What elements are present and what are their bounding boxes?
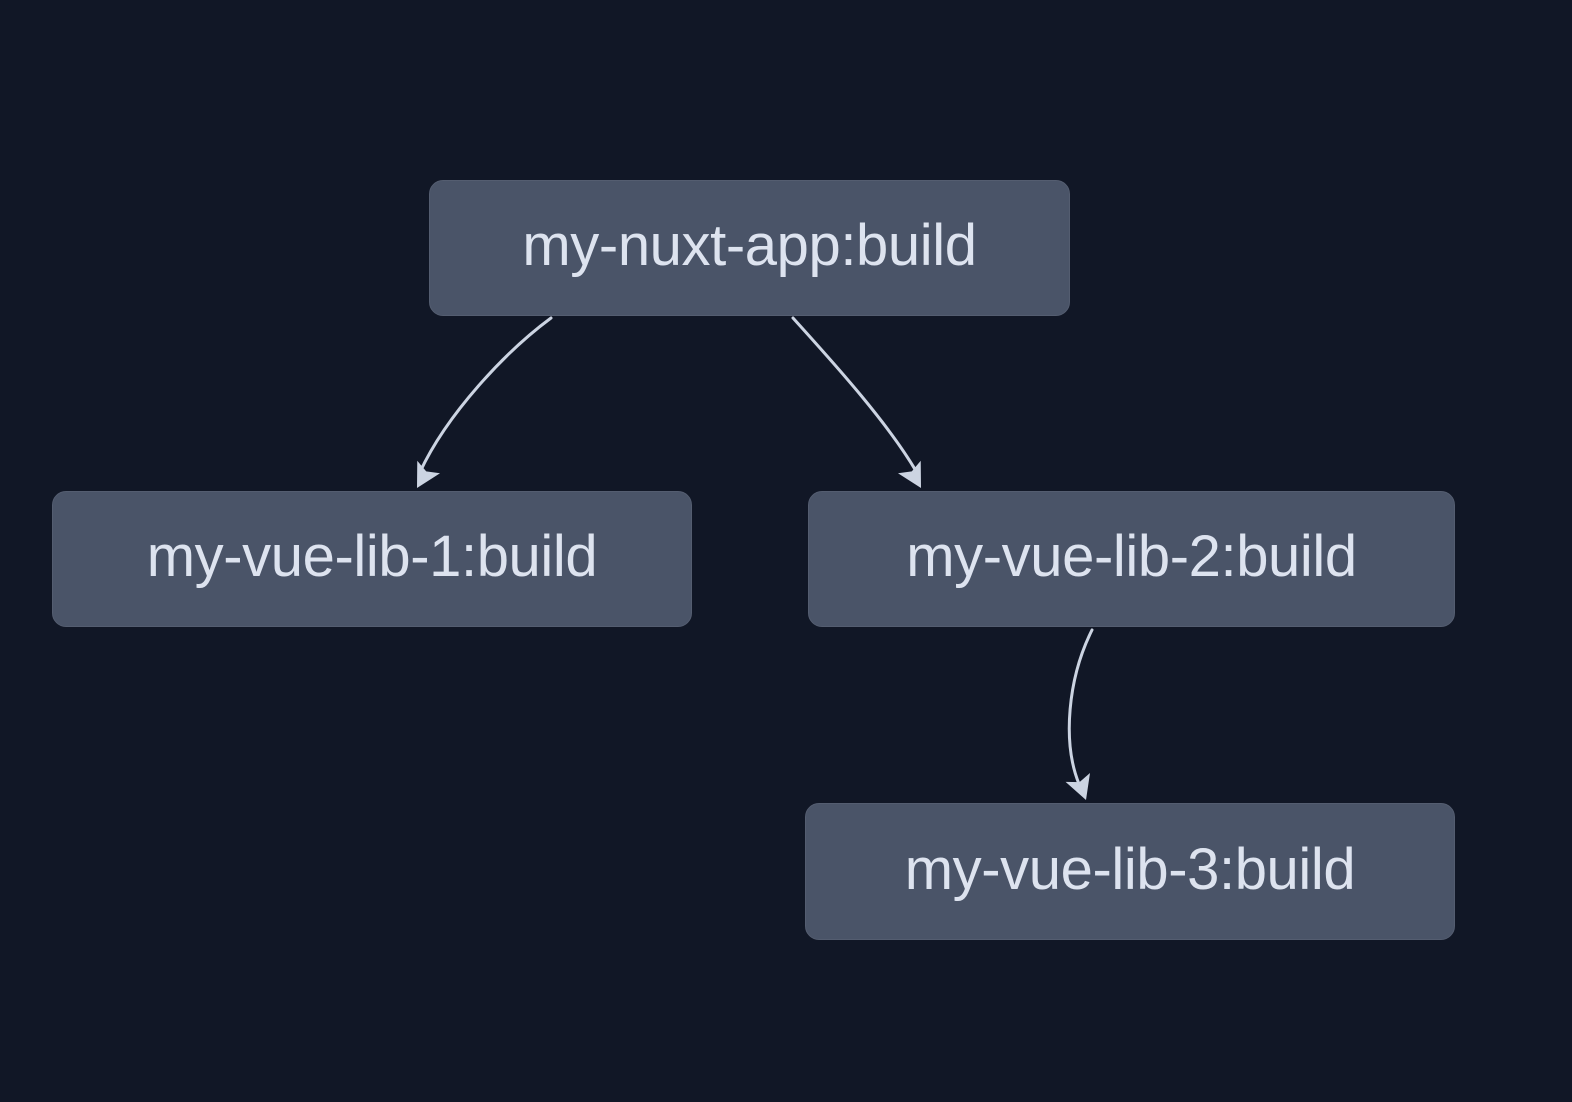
edge-line xyxy=(791,316,918,473)
graph-node-label: my-nuxt-app:build xyxy=(522,213,977,278)
graph-node-my-nuxt-app-build[interactable]: my-nuxt-app:build xyxy=(429,180,1070,316)
edge-line xyxy=(418,316,553,474)
graph-node-label: my-vue-lib-3:build xyxy=(904,836,1356,902)
graph-node-label: my-vue-lib-2:build xyxy=(906,524,1357,589)
graph-node-label: my-vue-lib-1:build xyxy=(146,524,598,589)
graph-node-my-vue-lib-1-build[interactable]: my-vue-lib-1:build xyxy=(52,491,692,627)
edge-arrowhead-icon xyxy=(1065,773,1091,800)
edge-line xyxy=(1067,628,1094,786)
graph-node-my-vue-lib-2-build[interactable]: my-vue-lib-2:build xyxy=(808,491,1455,627)
edge-arrowhead-icon xyxy=(417,460,441,488)
graph-node-my-vue-lib-3-build[interactable]: my-vue-lib-3:build xyxy=(805,803,1455,940)
edge-arrowhead-icon xyxy=(897,460,921,488)
